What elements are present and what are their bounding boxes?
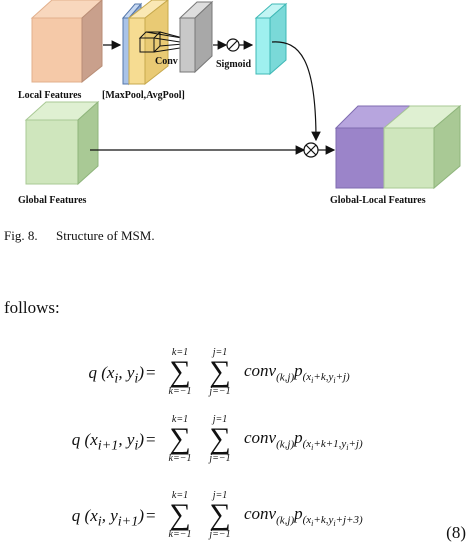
msm-structure-figure: Local Features [MaxPool,AvgPool] Conv [18,0,462,206]
figure-caption: Fig. 8. Structure of MSM. [4,228,155,244]
sum-symbol: ∑ [169,355,191,388]
sigmoid-label: Sigmoid [216,59,251,70]
local-features-cube [30,0,103,84]
sum-upper-limit: k=1 [171,414,189,425]
equation-rhs: conv(k,j)p(xi+k+1,yi+j) [244,428,363,453]
conv-output-slab [178,0,214,74]
equation-lhs: q (xi, yi+1) [71,506,144,530]
sum-over-k: k=1∑k=−1 [160,347,200,397]
equation-lhs: q (xi+1, yi) [71,430,144,454]
equation-rhs: conv(k,j)p(xi+k,yi+j+3) [244,504,363,529]
multiply-icon [303,142,319,158]
sum-upper-limit: k=1 [171,490,189,501]
arrow-attention-to-multiply [271,41,321,142]
sum-lower-limit: k=−1 [168,386,192,397]
equation-rhs: conv(k,j)p(xi+k,yi+j) [244,361,350,386]
sum-symbol: ∑ [169,498,191,531]
equation-number: (8) [446,523,466,542]
equals-sign: = [146,430,156,449]
equals-sign: = [146,363,156,382]
sum-symbol: ∑ [209,355,231,388]
equals-sign: = [146,506,156,525]
sum-upper-limit: j=1 [212,347,228,358]
sum-lower-limit: j=−1 [209,529,231,540]
sum-lower-limit: k=−1 [168,453,192,464]
lead-text: follows: [4,298,60,317]
global-features-label: Global Features [18,195,87,206]
conv-label: Conv [155,56,178,67]
avgpool-slab [127,0,169,86]
sum-upper-limit: k=1 [171,347,189,358]
global-features-cube [24,100,100,186]
sum-over-j: j=1∑j=−1 [200,347,240,397]
global-local-features-label: Global-Local Features [330,195,426,206]
equation-lhs: q (xi, yi) [88,363,144,387]
pool-label: [MaxPool,AvgPool] [102,90,185,101]
sigmoid-icon [226,38,240,52]
sum-symbol: ∑ [209,498,231,531]
sum-lower-limit: k=−1 [168,529,192,540]
sum-over-k: k=1∑k=−1 [160,414,200,464]
conv-kernel-wireframe [138,31,184,53]
local-features-label: Local Features [18,90,82,101]
sum-upper-limit: j=1 [212,490,228,501]
sum-over-j: j=1∑j=−1 [200,490,240,540]
global-local-output-block [334,104,462,190]
sum-symbol: ∑ [209,422,231,455]
caption-label: Fig. 8. [4,228,38,243]
caption-text: Structure of MSM. [56,228,155,243]
sum-symbol: ∑ [169,422,191,455]
sum-upper-limit: j=1 [212,414,228,425]
sum-lower-limit: j=−1 [209,386,231,397]
sum-over-j: j=1∑j=−1 [200,414,240,464]
attention-map-slab [254,2,288,76]
sum-over-k: k=1∑k=−1 [160,490,200,540]
sum-lower-limit: j=−1 [209,453,231,464]
